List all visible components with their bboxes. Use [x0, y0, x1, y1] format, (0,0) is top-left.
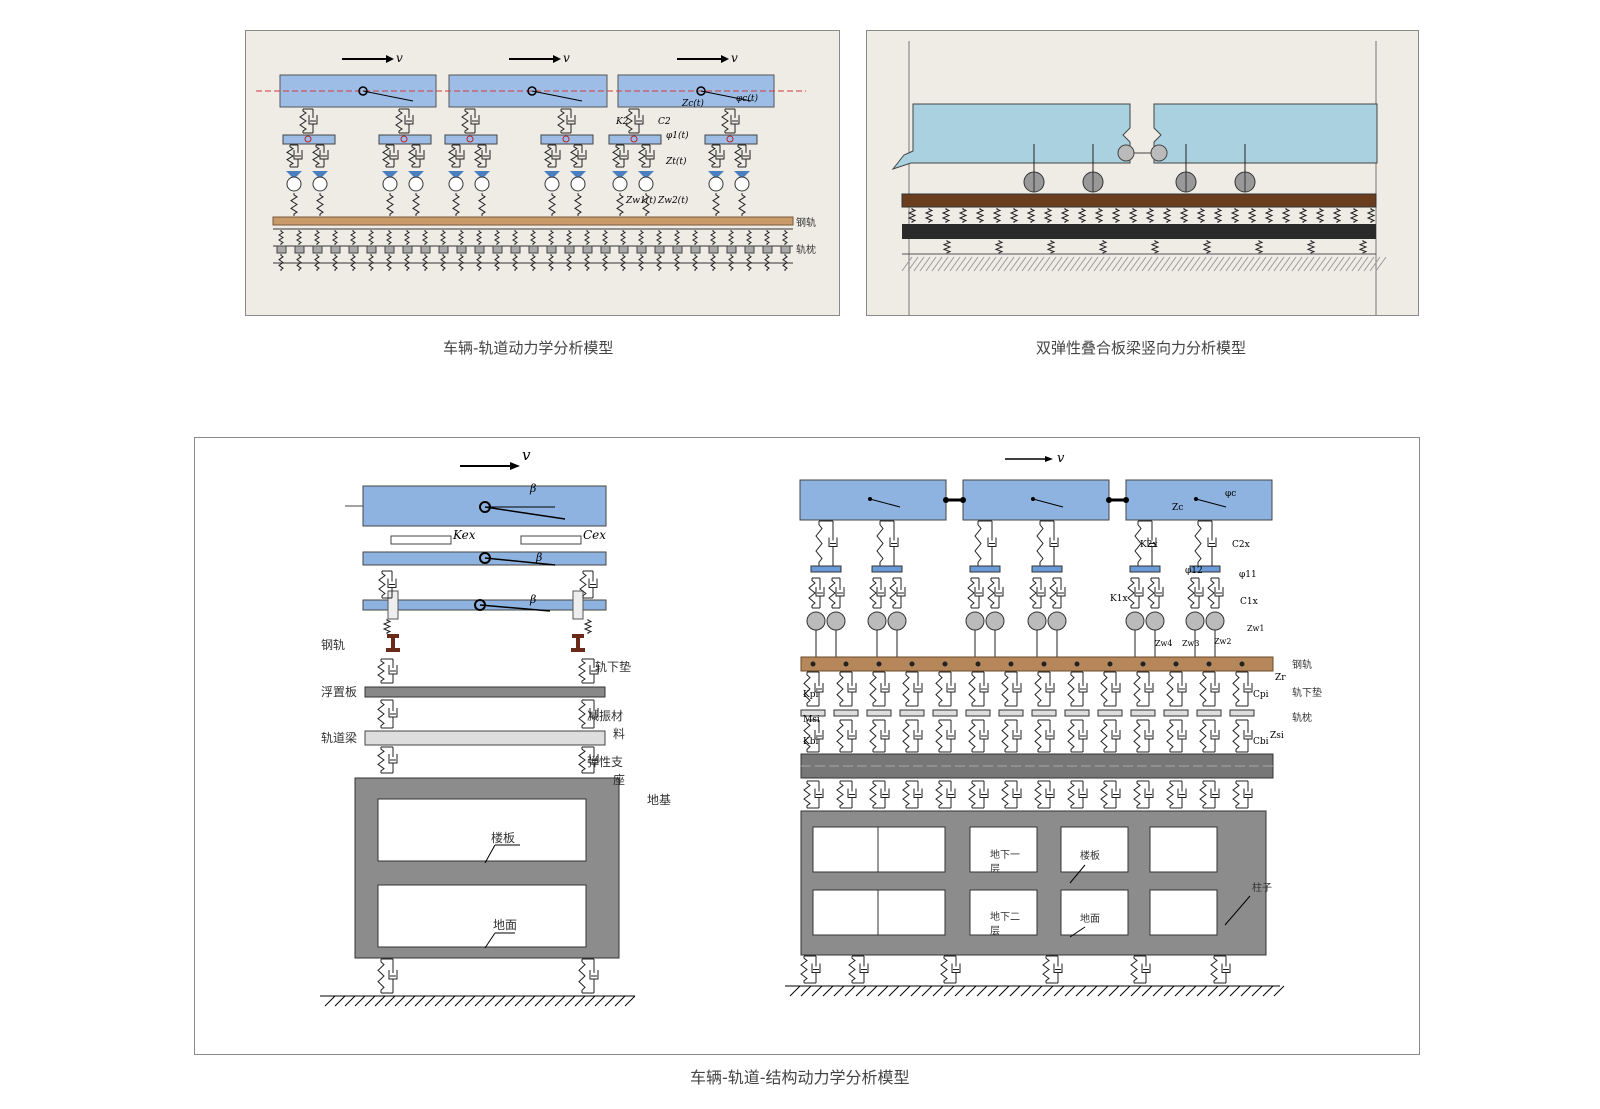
zt-symbol: Zt(t): [665, 156, 687, 167]
ground-label-right: 地面: [1080, 912, 1100, 925]
zw2-right: Zw2: [1214, 637, 1232, 646]
suspension-assemblies: [282, 86, 758, 216]
bogie-frame: [362, 551, 607, 566]
pad-label-right: 轨下垫: [1292, 686, 1322, 699]
float-slab: [364, 686, 606, 698]
sleeper-rows: [273, 228, 793, 271]
column-label: 柱子: [1252, 881, 1272, 894]
lower-springs: [942, 240, 1368, 254]
sleeper-label: 轨枕: [796, 243, 816, 256]
kex-label: Kex: [452, 528, 476, 542]
beta-bogie: β: [535, 551, 542, 564]
phi1-symbol: φ1(t): [666, 130, 689, 141]
floor-room: [377, 798, 587, 862]
basement2-label-2: 层: [990, 925, 1000, 937]
zc-right: Zc: [1172, 503, 1183, 513]
support-label-1: 弹性支: [587, 755, 623, 769]
car-body: [362, 485, 607, 527]
c1x-right: C1x: [1240, 597, 1258, 607]
left-model: [320, 462, 636, 1007]
beta-wheel: β: [529, 593, 536, 606]
msi-right: Msi: [803, 715, 820, 725]
zw3-right: Zw3: [1182, 639, 1200, 648]
kbi-right: Kbi: [803, 737, 818, 747]
phic-right: φc: [1225, 489, 1236, 499]
caption-double-elastic: 双弹性叠合板梁竖向力分析模型: [1036, 339, 1247, 357]
cbi-right: Cbi: [1253, 737, 1269, 747]
floor-label-right: 楼板: [1080, 849, 1100, 862]
cex-label: Cex: [583, 528, 606, 542]
velocity-arrows: [342, 55, 729, 63]
vehicle-track-diagram: v v v Zc(t) φc(t) K2 C2 φ1(t) Zt(t) Zw1(…: [245, 30, 840, 316]
damping-label-2: 料: [613, 727, 625, 741]
zw2-symbol: Zw2(t): [657, 195, 689, 206]
rail-bar-right: [800, 656, 1274, 672]
damping-label-1: 减振材: [587, 709, 623, 723]
vehicle-track-structure-svg: v β β β Kex Cex 钢轨 轨下垫 浮置板 减振材 料 轨道梁 弹性支…: [320, 446, 1322, 1007]
phi11-right: φ11: [1239, 570, 1257, 580]
c2-symbol: C2: [658, 117, 671, 127]
zc-symbol: Zc(t): [681, 98, 704, 109]
basement2-label-1: 地下二: [990, 910, 1020, 923]
foundation-label: 地基: [647, 793, 671, 807]
cpi-right: Cpi: [1253, 690, 1269, 700]
basement1-label-2: 层: [990, 863, 1000, 875]
zr-right: Zr: [1275, 673, 1286, 683]
double-elastic-slab-diagram: [866, 30, 1419, 316]
zw4-right: Zw4: [1155, 639, 1173, 648]
slab-left: [891, 103, 1131, 171]
support-label-2: 座: [613, 772, 625, 787]
slab-joint: [1117, 144, 1168, 162]
basement1-label-1: 地下一: [990, 848, 1020, 861]
track-beam: [364, 730, 606, 746]
track-slab: [901, 193, 1377, 208]
k2x-right: K2x: [1140, 540, 1158, 550]
k1x-right: K1x: [1110, 594, 1128, 604]
rail-label: 钢轨: [796, 216, 816, 229]
velocity-right: v: [1057, 451, 1065, 466]
right-model: [785, 456, 1285, 997]
rail-label-right: 钢轨: [1292, 658, 1312, 671]
velocity-label-3: v: [731, 51, 738, 65]
ground-hatch: [901, 256, 1387, 272]
car-bodies: [256, 74, 806, 108]
base-slab: [902, 224, 1376, 239]
sleeper-label-right: 轨枕: [1292, 711, 1312, 724]
c2x-right: C2x: [1232, 540, 1250, 550]
slab-right: [1153, 103, 1378, 164]
phi12-right: φ12: [1185, 566, 1203, 576]
beta-car: β: [529, 482, 536, 495]
velocity-label-2: v: [563, 51, 570, 65]
vehicle-track-svg: v v v Zc(t) φc(t) K2 C2 φ1(t) Zt(t) Zw1(…: [256, 51, 816, 271]
k2-symbol: K2: [615, 117, 629, 127]
velocity-left: v: [522, 446, 531, 464]
caption-vehicle-track: 车辆-轨道动力学分析模型: [443, 339, 614, 357]
kpi-right: Kpi: [803, 690, 818, 700]
zw1-right: Zw1: [1247, 624, 1265, 633]
caption-vehicle-track-structure: 车辆-轨道-结构动力学分析模型: [690, 1068, 910, 1087]
ground-label-left: 地面: [493, 918, 517, 932]
zw1-symbol: Zw1(t): [625, 195, 657, 206]
float-slab-label: 浮置板: [321, 685, 357, 699]
load-wheels: [1023, 144, 1256, 193]
double-elastic-svg: [891, 41, 1387, 315]
floor-label-left: 楼板: [491, 830, 515, 845]
track-beam-label: 轨道梁: [321, 730, 357, 745]
vehicle-track-structure-diagram: v β β β Kex Cex 钢轨 轨下垫 浮置板 减振材 料 轨道梁 弹性支…: [194, 437, 1420, 1055]
phic-symbol: φc(t): [736, 93, 758, 104]
rail-label-left: 钢轨: [321, 638, 345, 652]
pad-label-left: 轨下垫: [595, 659, 631, 674]
upper-springs: [907, 208, 1376, 223]
zsi-right: Zsi: [1270, 731, 1284, 741]
velocity-label-1: v: [396, 51, 403, 65]
ground-room: [377, 884, 587, 948]
rail-bar: [272, 216, 794, 226]
